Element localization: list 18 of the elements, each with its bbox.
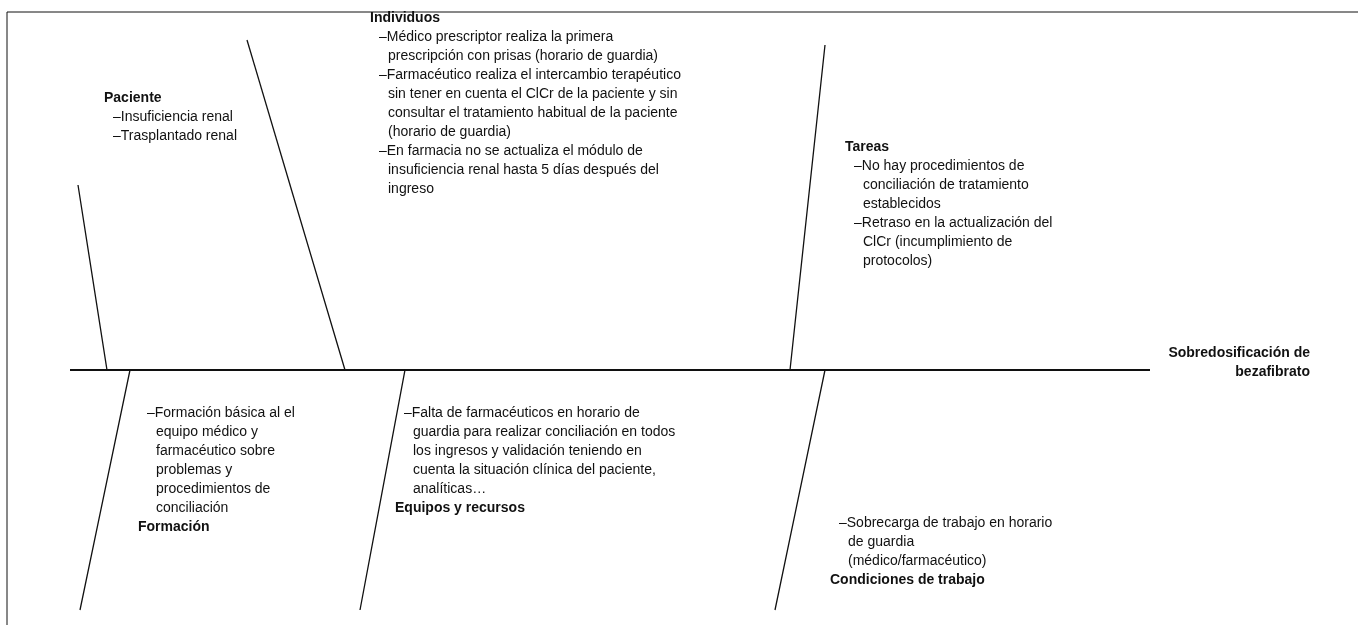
cause-item: –En farmacia no se actualiza el módulo de insuficiencia renal hasta 5 días después del ingreso <box>378 141 660 198</box>
category-heading: Tareas <box>845 137 891 156</box>
cause-item: –Sobrecarga de trabajo en horario de guardia (médico/farmacéutico) <box>838 513 1054 570</box>
category-heading: Formación <box>138 517 211 536</box>
effect-label: Sobredosificación de bezafibrato <box>1150 343 1310 381</box>
cause-item: –Formación básica al el equipo médico y farmacéutico sobre problemas y procedimientos de conciliación <box>146 403 296 517</box>
cause-item: –Médico prescriptor realiza la primera prescripción con prisas (horario de guardia) <box>378 27 660 65</box>
category-heading: Condiciones de trabajo <box>830 570 986 589</box>
cause-item: –Farmacéutico realiza el intercambio terapéutico sin tener en cuenta el ClCr de la paciente y sin consultar el tratamiento habitual de la paciente (horario de guardia) <box>378 65 682 141</box>
category-heading: Individuos <box>370 8 441 27</box>
category-heading: Equipos y recursos <box>395 498 526 517</box>
cause-item: –No hay procedimientos de conciliación de tratamiento establecidos <box>853 156 1030 213</box>
cause-item: –Retraso en la actualización del ClCr (incumplimiento de protocolos) <box>853 213 1054 270</box>
cause-item: –Insuficiencia renal <box>112 107 234 126</box>
cause-item: –Falta de farmacéuticos en horario de guardia para realizar conciliación en todos los ingresos y validación teniendo en cuenta la situación clínica del paciente, analíticas… <box>403 403 677 498</box>
cause-item: –Trasplantado renal <box>112 126 238 145</box>
bone-line <box>774 369 1151 611</box>
category-heading: Paciente <box>104 88 163 107</box>
